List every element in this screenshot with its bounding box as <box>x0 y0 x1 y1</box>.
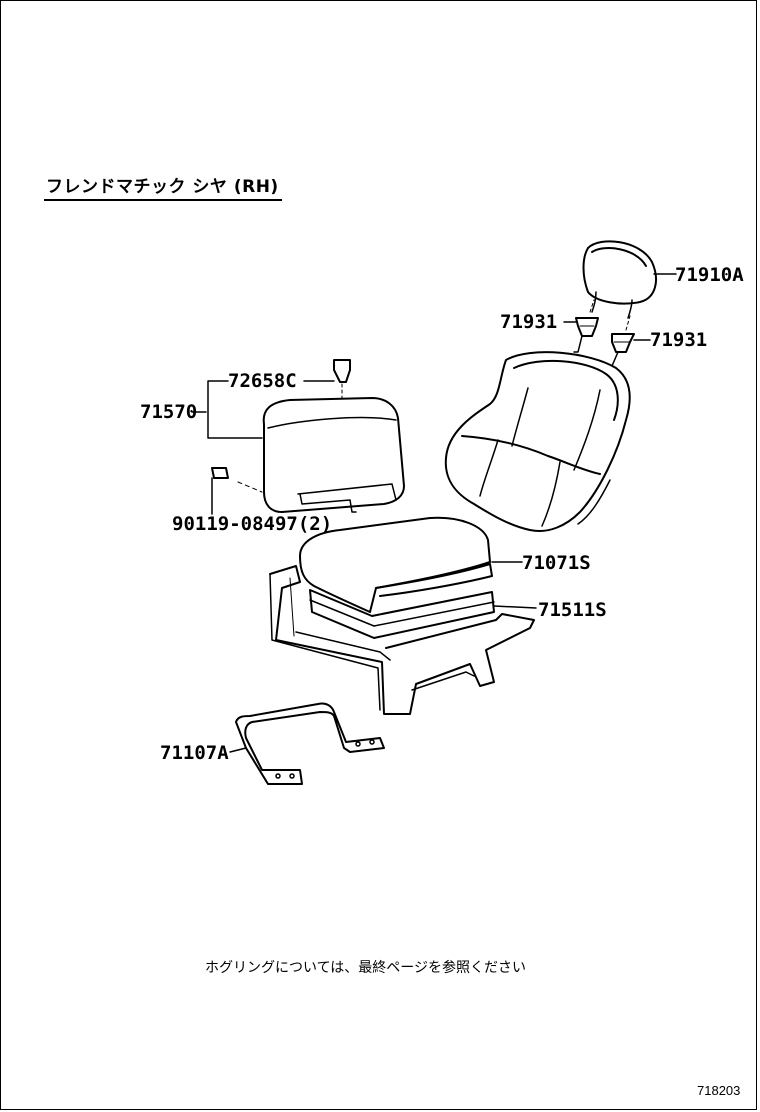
part-label-72658C: 72658C <box>228 370 297 392</box>
headrest-guide-left <box>563 299 599 353</box>
hog-ring-note: ホグリングについては、最終ページを参照ください <box>205 960 527 976</box>
seat-pad <box>309 589 537 639</box>
seat-frame <box>269 565 535 715</box>
screw-90119 <box>211 467 229 515</box>
part-label-71931-left: 71931 <box>500 311 558 333</box>
part-label-71511S: 71511S <box>538 599 607 621</box>
headrest-guide-right <box>611 315 651 367</box>
part-label-71071S: 71071S <box>522 552 591 574</box>
diagram-title: フレンドマチック シヤ (RH) <box>46 177 279 197</box>
title-underline <box>44 199 282 201</box>
part-label-71910A: 71910A <box>675 264 744 286</box>
seat-back <box>444 351 631 532</box>
bolt-72658C <box>333 359 351 383</box>
figure-number: 718203 <box>697 1083 741 1098</box>
armrest <box>191 359 405 513</box>
headrest <box>582 240 677 319</box>
bracket-71107A <box>229 702 385 785</box>
part-label-90119: 90119-08497(2) <box>172 513 333 535</box>
part-label-71570: 71570 <box>140 401 198 423</box>
part-label-71107A: 71107A <box>160 742 229 764</box>
seat-cushion <box>299 516 523 613</box>
part-label-71931-right: 71931 <box>650 329 708 351</box>
